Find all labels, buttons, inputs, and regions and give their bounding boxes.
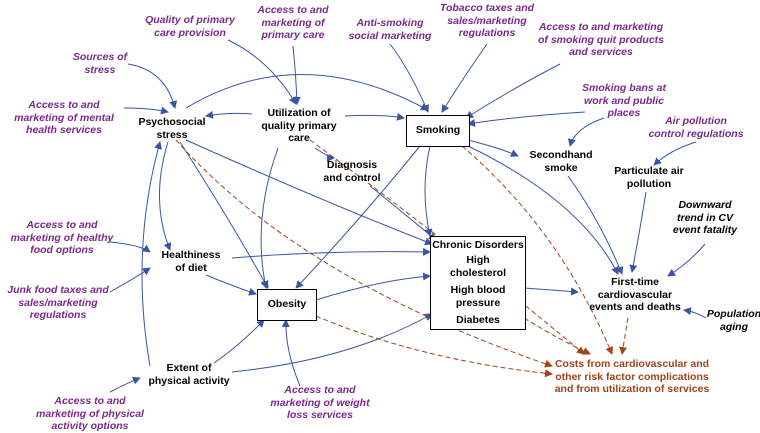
edge-population-aging-to-first-time-cv-events <box>683 307 707 319</box>
edge-healthiness-of-diet-to-obesity <box>205 274 257 296</box>
edge-downward-trend-to-first-time-cv-events <box>667 243 706 277</box>
edge-chronic-disorders-to-first-time-cv-events <box>523 287 579 296</box>
edge-access-healthy-food-to-healthiness-of-diet <box>109 241 151 253</box>
smoking: Smoking <box>415 124 461 136</box>
edge-extent-physical-activity-to-obesity <box>213 319 265 364</box>
chronic-disorders-title: Chronic Disorders <box>432 239 524 251</box>
edge-access-physical-activity-to-extent-physical-activity <box>109 376 141 393</box>
quality-primary-care-provision: Quality of primary care provision <box>145 14 235 39</box>
edge-extent-physical-activity-to-chronic-disorders <box>231 313 433 373</box>
utilization-primary-care: Utilization of quality primary care <box>261 107 337 144</box>
edge-anti-smoking-marketing-to-smoking <box>389 43 429 113</box>
edge-utilization-primary-care-to-smoking <box>344 112 405 121</box>
obesity: Obesity <box>267 298 307 310</box>
edge-smoking-to-secondhand-smoke <box>467 139 519 157</box>
access-quit-products: Access to and marketing of smoking quit … <box>538 21 664 58</box>
access-physical-activity: Access to and marketing of physical acti… <box>36 395 144 432</box>
edge-smoking-to-chronic-disorders <box>424 145 433 237</box>
extent-physical-activity: Extent of physical activity <box>148 362 230 387</box>
edge-smoking-to-obesity <box>295 145 421 289</box>
edge-secondhand-smoke-to-first-time-cv-events <box>567 175 624 275</box>
healthiness-of-diet: Healthiness of diet <box>161 249 221 274</box>
edge-utilization-primary-care-to-diagnosis-control <box>314 147 335 162</box>
edge-utilization-primary-care-to-obesity <box>260 147 279 289</box>
tobacco-taxes: Tobacco taxes and sales/marketing regula… <box>439 2 535 39</box>
edge-utilization-primary-care-to-psychosocial-stress <box>205 110 253 119</box>
edge-sources-of-stress-to-psychosocial-stress <box>127 63 178 109</box>
chronic-item-cholesterol: High cholesterol <box>449 254 507 279</box>
edge-healthiness-of-diet-to-chronic-disorders <box>231 247 431 259</box>
edge-access-mental-health-to-psychosocial-stress <box>123 106 169 115</box>
edge-particulate-air-pollution-to-first-time-cv-events <box>629 191 647 273</box>
chronic-disorders-box <box>430 236 526 330</box>
access-weight-loss: Access to and marketing of weight loss s… <box>270 384 370 421</box>
obesity-box <box>257 289 317 321</box>
edge-psychosocial-stress-to-costs <box>175 139 553 368</box>
smoking-bans: Smoking bans at work and public places <box>581 82 666 119</box>
chronic-item-blood-pressure: High blood pressure <box>450 284 506 309</box>
edge-obesity-to-costs <box>315 315 553 378</box>
edge-first-time-cv-events-to-costs <box>619 317 629 355</box>
first-time-cv-events: First-time cardiovascular events and dea… <box>589 276 681 313</box>
edge-psychosocial-stress-to-chronic-disorders <box>185 139 433 246</box>
smoking-box <box>406 115 470 147</box>
edge-chronic-disorders-to-costs <box>523 317 591 355</box>
edge-access-weight-loss-to-obesity <box>281 319 301 387</box>
edge-access-quit-products-to-smoking <box>465 63 561 119</box>
secondhand-smoke: Secondhand smoke <box>529 149 593 174</box>
edge-quality-primary-care-provision-to-utilization-primary-care <box>227 39 297 105</box>
edge-smoking-bans-to-secondhand-smoke <box>568 117 605 147</box>
psychosocial-stress: Psychosocial stress <box>138 116 206 141</box>
particulate-air-pollution: Particulate air pollution <box>614 165 684 190</box>
air-pollution-regs: Air pollution control regulations <box>648 115 744 140</box>
edge-psychosocial-stress-to-obesity <box>179 141 269 289</box>
anti-smoking-marketing: Anti-smoking social marketing <box>348 17 432 42</box>
chronic-item-diabetes: Diabetes <box>456 314 500 326</box>
sources-of-stress: Sources of stress <box>72 51 128 76</box>
edge-psychosocial-stress-to-smoking <box>185 74 429 111</box>
edge-air-pollution-regs-to-particulate-air-pollution <box>653 141 697 166</box>
edge-junk-food-taxes-to-healthiness-of-diet <box>109 267 151 293</box>
population-aging: Population aging <box>706 308 760 333</box>
costs: Costs from cardiovascular and other risk… <box>554 358 710 395</box>
edge-extent-physical-activity-to-psychosocial-stress <box>141 141 162 367</box>
diagnosis-control: Diagnosis and control <box>323 159 381 184</box>
access-healthy-food: Access to and marketing of healthy food … <box>10 219 114 256</box>
access-mental-health: Access to and marketing of mental health… <box>14 99 114 136</box>
edge-tobacco-taxes-to-smoking <box>441 43 488 113</box>
access-primary-care: Access to and marketing of primary care <box>257 4 329 41</box>
edge-obesity-to-chronic-disorders <box>315 272 431 301</box>
edge-psychosocial-stress-to-healthiness-of-diet <box>158 141 172 251</box>
downward-trend: Downward trend in CV event fatality <box>672 199 738 236</box>
edge-smoking-to-first-time-cv-events <box>467 145 619 275</box>
edge-smoking-to-costs <box>461 145 613 355</box>
edge-smoking-bans-to-smoking <box>467 111 586 127</box>
junk-food-taxes: Junk food taxes and sales/marketing regu… <box>7 284 109 321</box>
